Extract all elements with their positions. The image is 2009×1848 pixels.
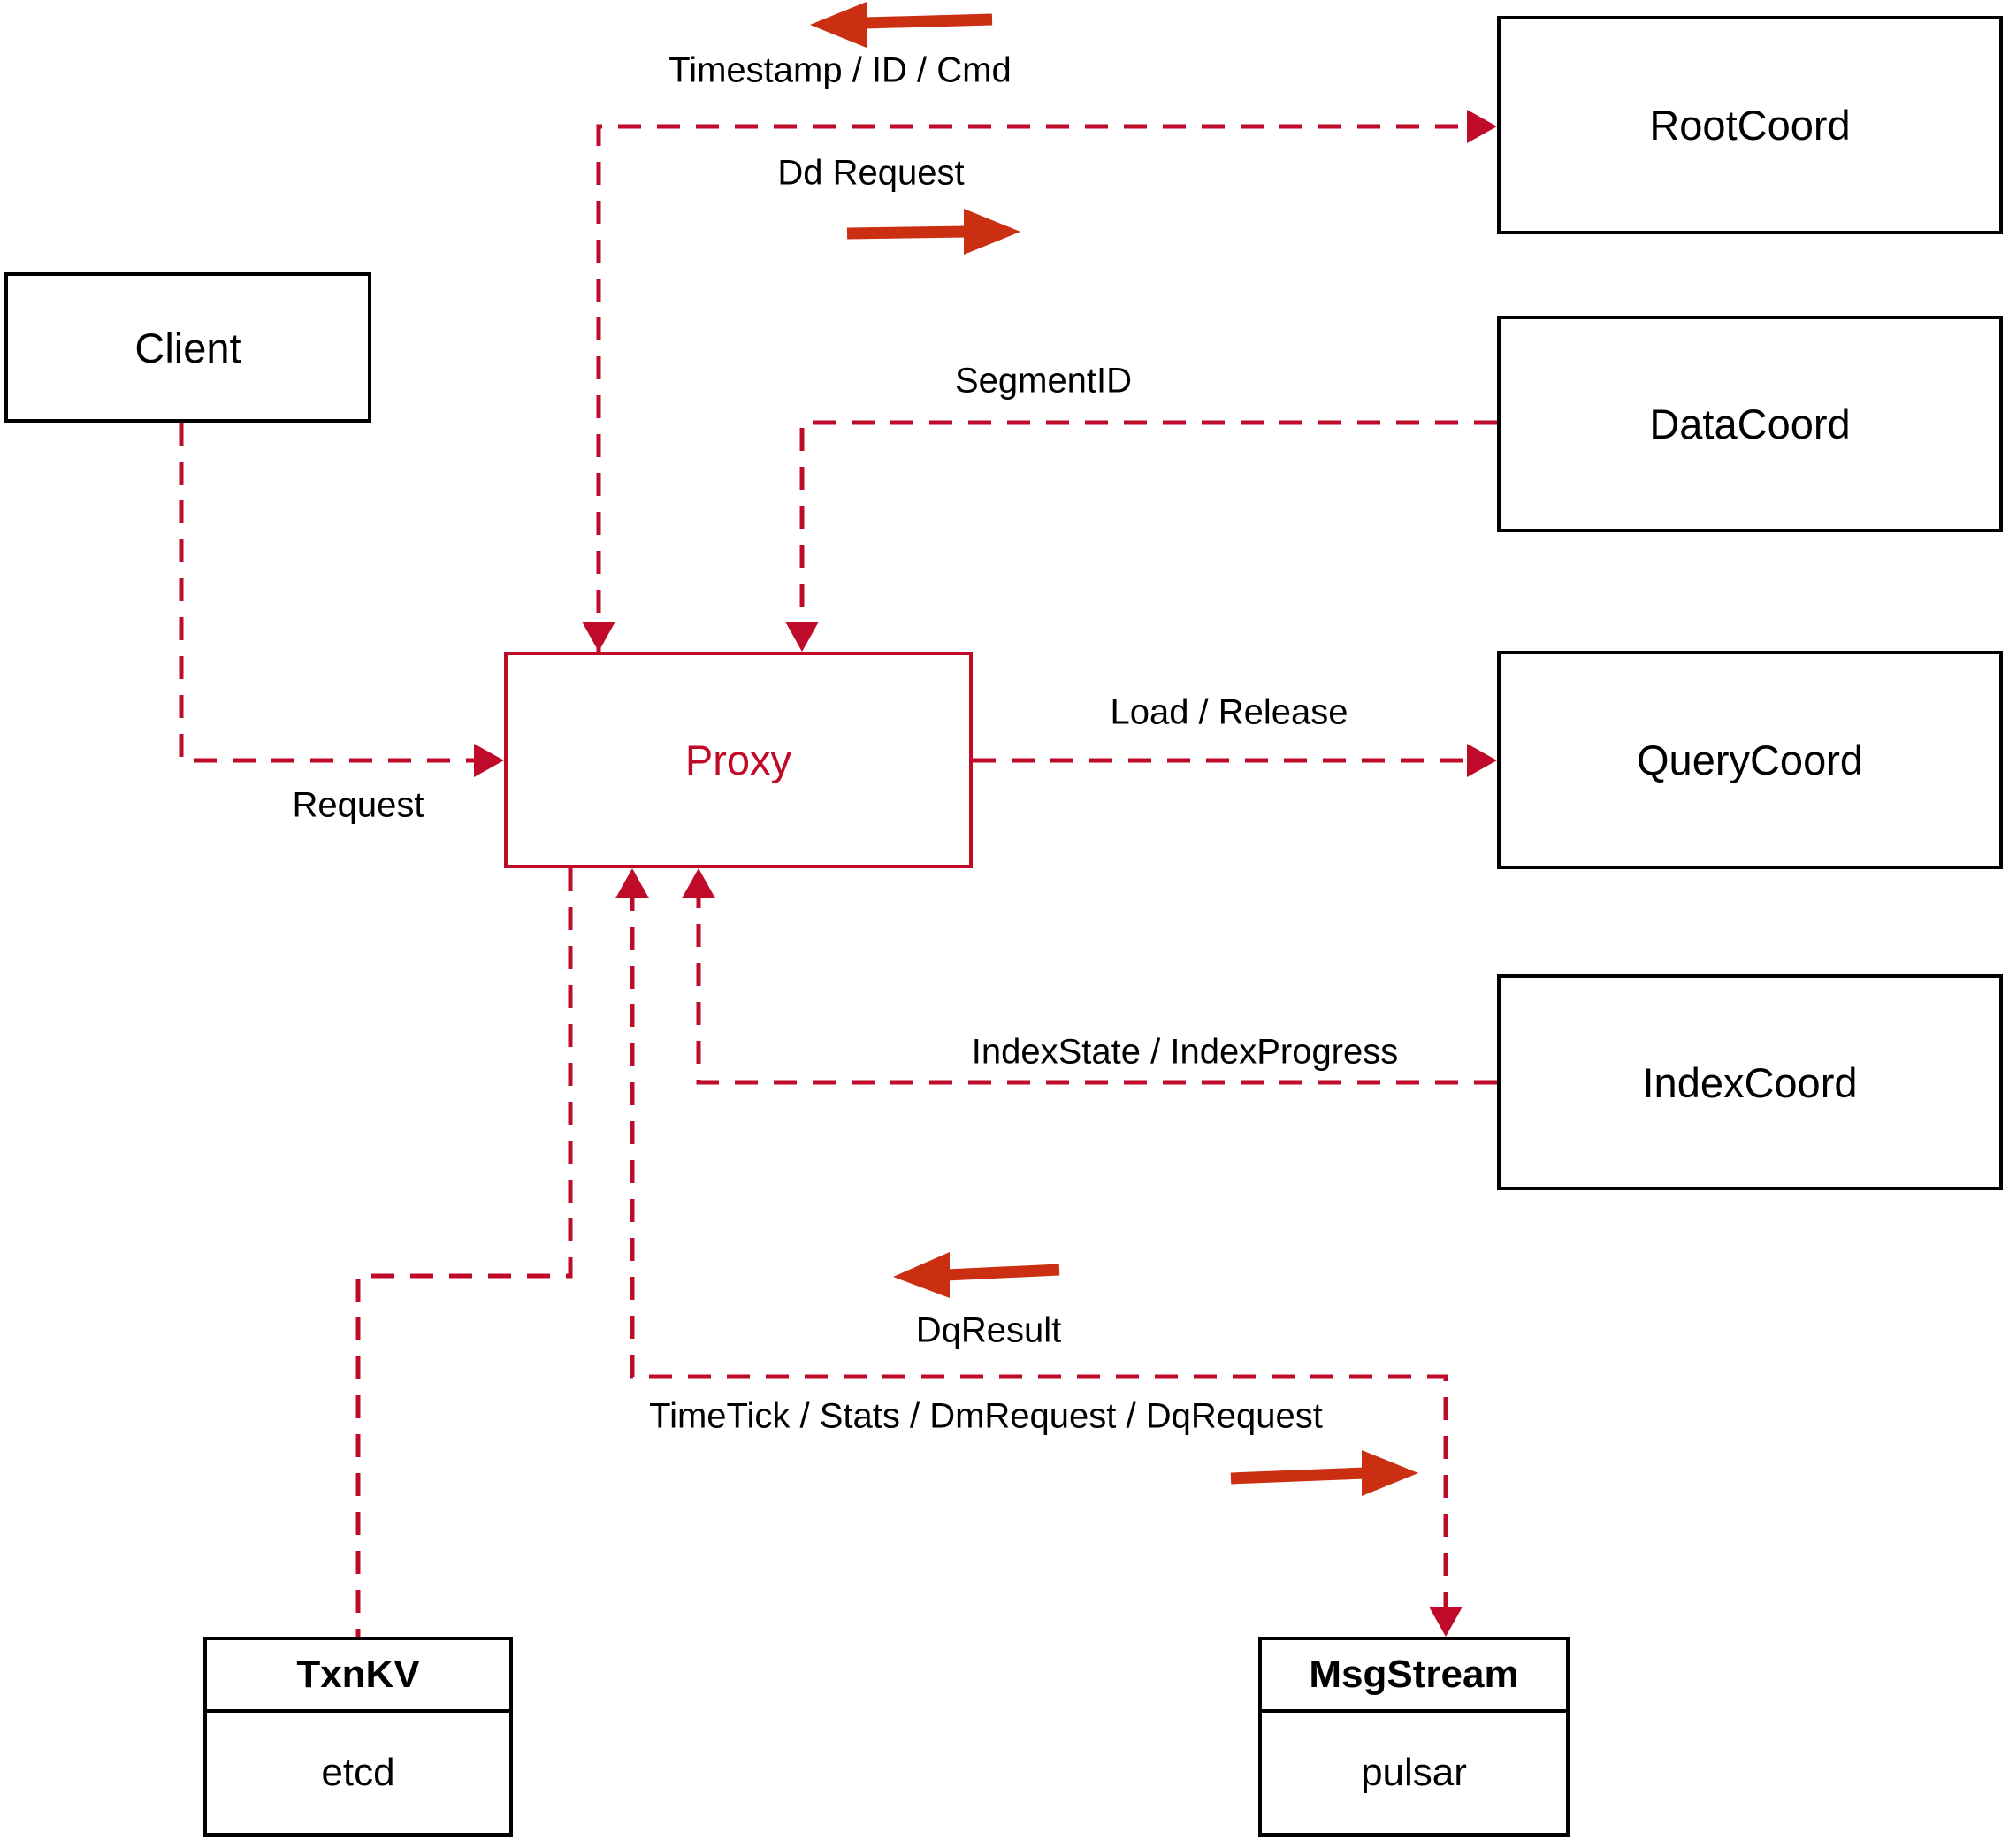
node-proxy: Proxy [504,652,973,868]
edge-client-proxy-path [179,423,485,763]
edge-label-index-state-progress: IndexState / IndexProgress [971,1032,1399,1072]
node-querycoord-label: QueryCoord [1637,737,1863,783]
node-msgstream-title-row: MsgStream [1262,1640,1566,1713]
arrowhead-into-proxy-top-2 [785,622,819,652]
dd-request-arrow-head [964,209,1020,255]
edge-label-load-release: Load / Release [1110,692,1348,732]
node-msgstream-title: MsgStream [1309,1653,1519,1696]
node-client: Client [4,272,371,423]
node-msgstream: MsgStream pulsar [1258,1637,1570,1837]
dq-result-direction-arrow-left [893,1252,1060,1298]
edge-label-dd-request: Dd Request [777,153,965,193]
edge-label-timetick-stats: TimeTick / Stats / DmRequest / DqRequest [649,1396,1323,1436]
node-indexcoord: IndexCoord [1497,974,2003,1190]
edge-proxy-rootcoord-path [596,124,1478,652]
arrowhead-into-msgstream [1429,1607,1463,1637]
dd-request-arrow-shaft [846,225,969,240]
edge-indexcoord-proxy-path [696,888,1497,1085]
node-txnkv-title: TxnKV [296,1653,420,1696]
edge-proxy-txnkv-path [355,868,573,1637]
node-msgstream-subtitle: pulsar [1361,1751,1467,1794]
edge-proxy-msgstream-path [630,888,1448,1617]
arrowhead-into-proxy-left [474,744,504,777]
node-proxy-label: Proxy [684,737,792,783]
edge-proxy-rootcoord-line [582,110,1497,652]
node-txnkv-subtitle: etcd [321,1751,395,1794]
node-indexcoord-label: IndexCoord [1642,1058,1858,1106]
edge-proxy-querycoord-line [973,744,1497,777]
timestamp-direction-arrow-left [810,2,993,48]
edge-proxy-msgstream-line [615,868,1463,1637]
node-txnkv-body-row: etcd [207,1713,509,1833]
arrowhead-into-querycoord [1467,744,1497,777]
edge-datacoord-proxy-line [785,420,1497,652]
node-txnkv-title-row: TxnKV [207,1640,509,1713]
arrowhead-into-proxy-top-1 [582,622,615,652]
arrowhead-into-rootcoord [1467,110,1497,143]
timestamp-arrow-shaft [864,13,993,29]
edge-label-request: Request [292,785,424,825]
timetick-arrow-head [1362,1450,1418,1496]
edge-datacoord-proxy-path [799,420,1497,632]
dd-request-direction-arrow-right [846,209,1020,255]
edge-proxy-txnkv-line [355,868,573,1637]
node-datacoord: DataCoord [1497,316,2003,532]
node-querycoord: QueryCoord [1497,651,2003,869]
edge-label-dq-result: DqResult [915,1310,1062,1350]
timetick-arrow-shaft [1230,1467,1366,1485]
node-rootcoord: RootCoord [1497,16,2003,234]
node-txnkv: TxnKV etcd [203,1637,513,1837]
edge-label-timestamp-id-cmd: Timestamp / ID / Cmd [668,50,1012,90]
node-msgstream-body-row: pulsar [1262,1713,1566,1833]
dq-result-arrow-shaft [945,1264,1060,1281]
timestamp-arrow-head [810,2,867,48]
edge-label-segment-id: SegmentID [954,361,1133,401]
arrowhead-into-proxy-bottom-2 [615,868,649,898]
timetick-direction-arrow-right [1230,1450,1418,1496]
edge-indexcoord-proxy-line [682,868,1497,1085]
node-rootcoord-label: RootCoord [1649,102,1851,149]
arrowhead-into-proxy-bottom-1 [682,868,715,898]
node-datacoord-label: DataCoord [1649,401,1851,447]
edge-client-proxy-line [179,423,504,777]
node-client-label: Client [134,324,241,371]
dq-result-arrow-head [893,1252,950,1298]
